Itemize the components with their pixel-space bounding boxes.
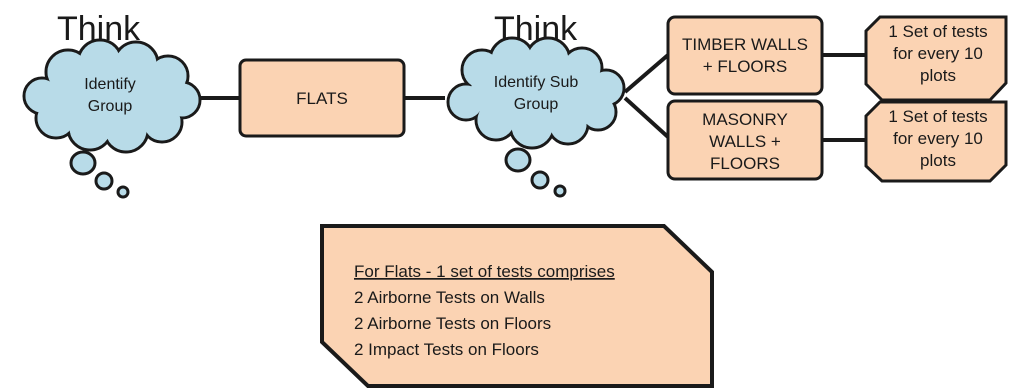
- subgroup-label-line-2: WALLS +: [709, 132, 781, 151]
- cloud-label-line-2: Group: [514, 96, 559, 113]
- cloud-label-line-1: Identify Sub: [494, 74, 579, 91]
- timber-walls-box: TIMBER WALLS + FLOORS: [666, 15, 824, 96]
- thought-cloud-identify-group: Identify Group: [22, 38, 202, 199]
- tests-label-line-2: for every 10: [893, 129, 983, 148]
- subgroup-label-line-2: + FLOORS: [703, 57, 788, 76]
- connector-cloud2-timber: [623, 53, 670, 94]
- cloud-fill-cover-2: [449, 39, 623, 147]
- thought-bubbles: [69, 150, 130, 199]
- note-heading: For Flats - 1 set of tests comprises: [354, 262, 615, 281]
- tests-label-line-1: 1 Set of tests: [888, 107, 987, 126]
- tests-label-line-3: plots: [920, 66, 956, 85]
- tests-label-line-2: for every 10: [893, 44, 983, 63]
- subgroup-label-line-1: MASONRY: [702, 110, 788, 129]
- note-item: 2 Impact Tests on Floors: [354, 340, 539, 359]
- tests-label-line-1: 1 Set of tests: [888, 22, 987, 41]
- connectors: [198, 53, 866, 142]
- subgroup-label-line-1: TIMBER WALLS: [682, 35, 808, 54]
- cloud-fill-cover: [25, 41, 199, 151]
- thought-cloud-identify-sub-group: Identify Sub Group: [446, 36, 626, 198]
- masonry-walls-box: MASONRY WALLS + FLOORS: [666, 99, 824, 181]
- tests-box-masonry: 1 Set of tests for every 10 plots: [864, 100, 1008, 183]
- flats-box: FLATS: [238, 58, 406, 138]
- connector-cloud2-masonry: [623, 96, 670, 139]
- cloud-label-line-2: Group: [88, 98, 133, 115]
- thought-bubbles: [504, 147, 567, 198]
- note-item: 2 Airborne Tests on Floors: [354, 314, 551, 333]
- flats-label: FLATS: [296, 89, 348, 108]
- cloud-label-line-1: Identify: [84, 76, 136, 93]
- tests-label-line-3: plots: [920, 151, 956, 170]
- note-item: 2 Airborne Tests on Walls: [354, 288, 545, 307]
- tests-box-timber: 1 Set of tests for every 10 plots: [864, 15, 1008, 102]
- note-box: For Flats - 1 set of tests comprises 2 A…: [320, 224, 714, 388]
- subgroup-label-line-3: FLOORS: [710, 154, 780, 173]
